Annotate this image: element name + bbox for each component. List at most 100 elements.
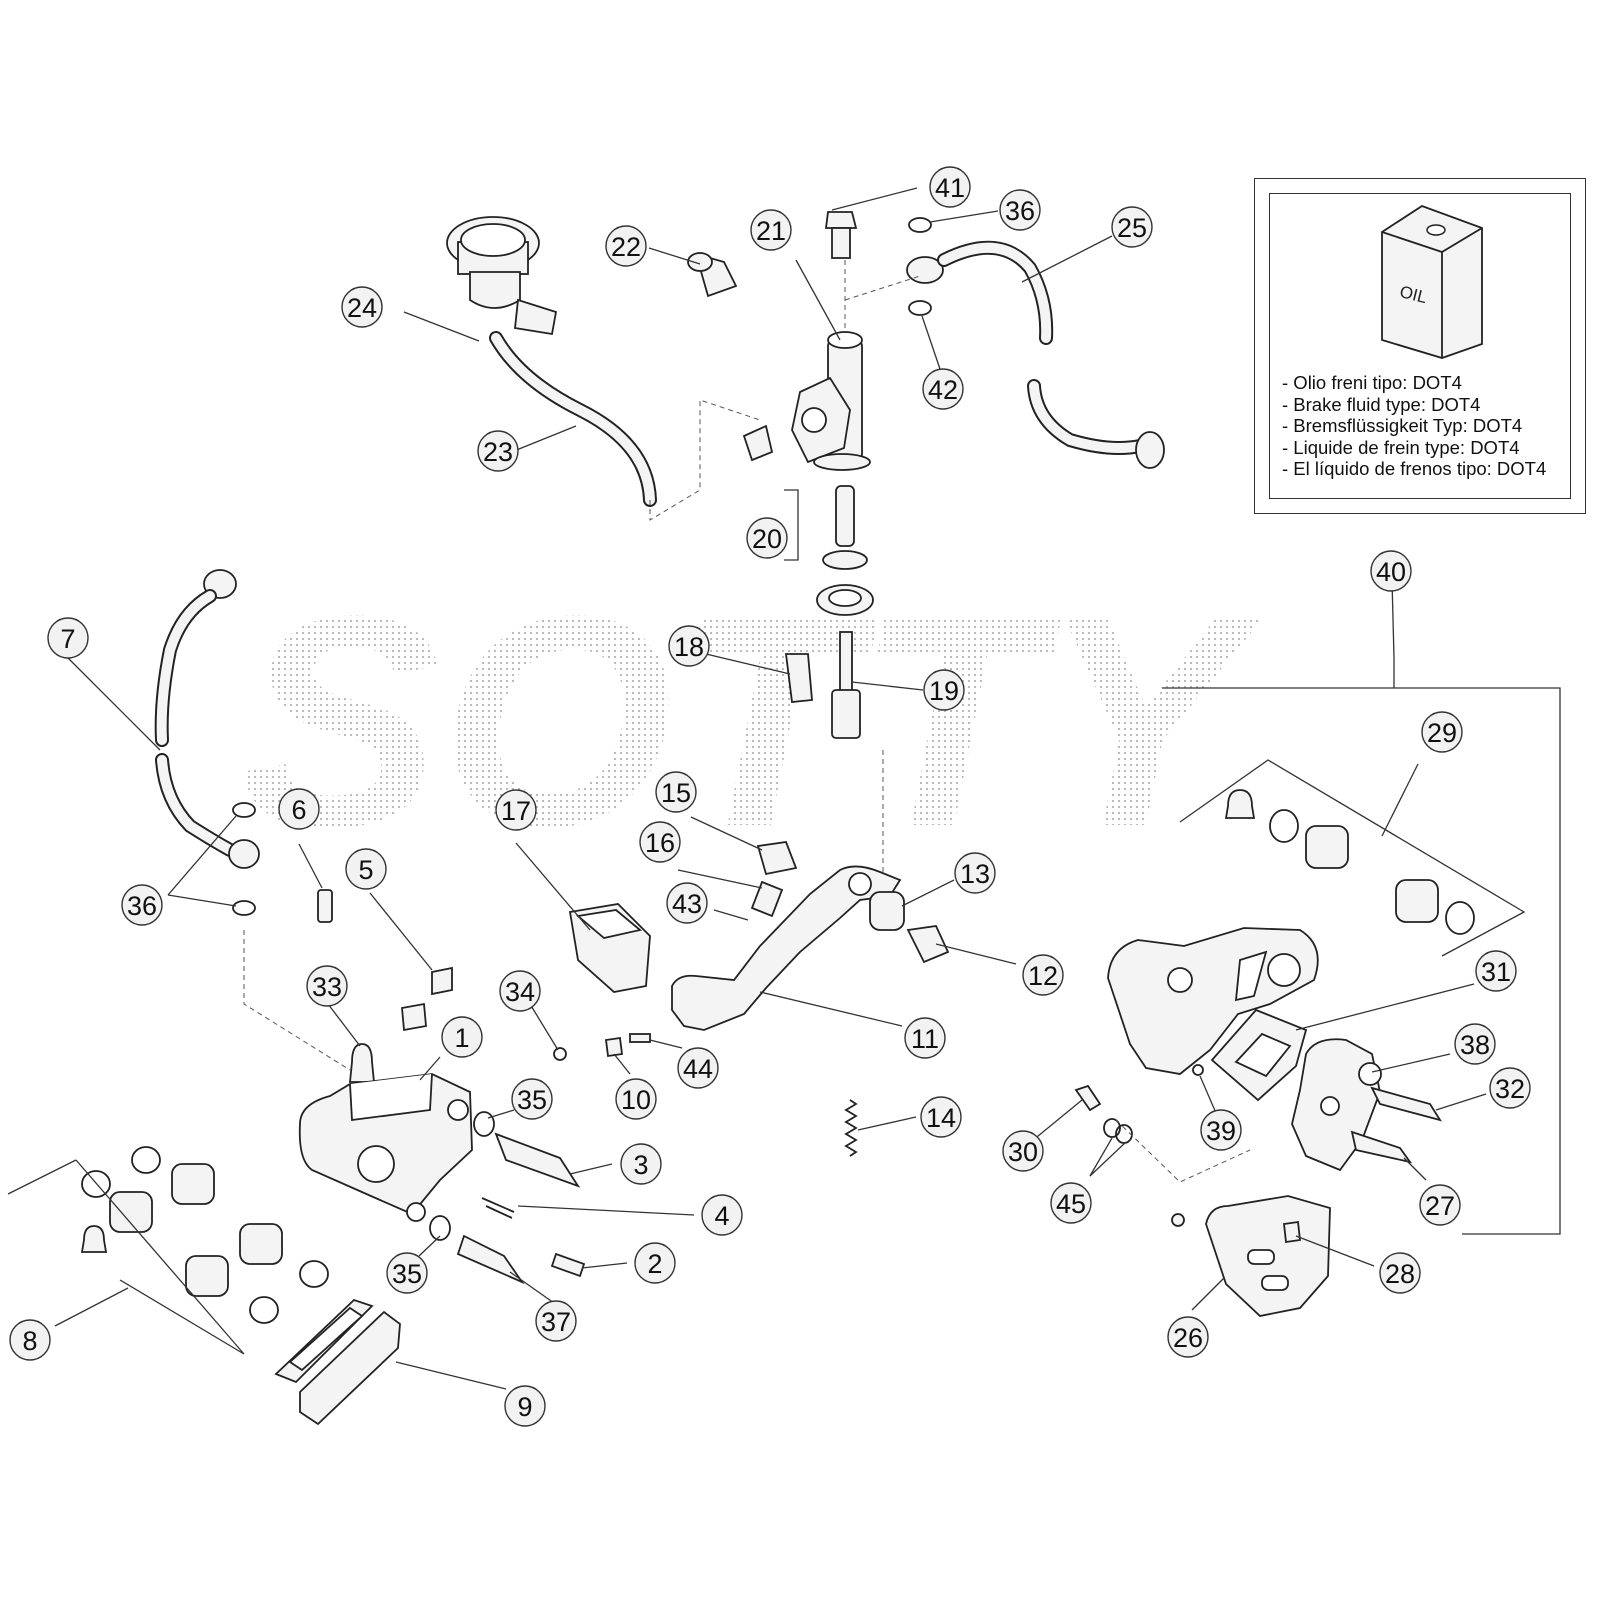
legend-line-fr: - Liquide de frein type: DOT4 [1282,436,1520,458]
callout-number: 26 [1173,1323,1203,1353]
callout-circle [1454,1023,1496,1065]
callout-number: 5 [358,855,373,885]
callout-c35b: 35 [386,1252,428,1294]
caliper-guard [1171,1195,1331,1317]
clip-18 [784,653,813,703]
callout-number: 38 [1460,1030,1490,1060]
callout-c22: 22 [605,225,647,267]
callout-c38: 38 [1454,1023,1496,1065]
rear-caliper-bracket [1107,927,1319,1075]
callout-circle [677,1047,719,1089]
callout-number: 11 [911,1024,939,1054]
callout-number: 35 [392,1259,422,1289]
callout-c16: 16 [639,821,681,863]
brake-pedal [671,865,902,1031]
brake-fluid-reservoir [446,216,558,336]
callout-circle [920,1096,962,1138]
callout-c44: 44 [677,1047,719,1089]
bleeder-6 [317,889,333,923]
rear-brake-hose [906,217,1165,469]
callout-circle [701,1194,743,1236]
callout-number: 20 [752,524,782,554]
callout-number: 13 [960,859,990,889]
callout-c7: 7 [47,617,89,659]
callout-c36a: 36 [999,189,1041,231]
oil-container-icon: OIL [1381,204,1483,359]
callout-circle [1379,1252,1421,1294]
legend-line-es: - El líquido de frenos tipo: DOT4 [1282,458,1547,479]
callout-number: 39 [1206,1116,1236,1146]
master-cylinder [742,331,871,471]
callout-c36b: 36 [121,884,163,926]
callout-number: 19 [929,676,959,706]
callout-circle [278,788,320,830]
callout-c2: 2 [634,1242,676,1284]
callout-circle [904,1017,946,1059]
callout-c5: 5 [345,848,387,890]
callout-layer: 1234567891011121314151617181920212223242… [9,166,1531,1427]
callout-c43: 43 [666,882,708,924]
callout-circle [1419,1184,1461,1226]
callout-number: 36 [1005,196,1035,226]
watermark: SOTTY [240,553,1265,889]
rear-small-parts [1074,1064,1204,1144]
callout-number: 43 [672,889,702,919]
callout-number: 14 [926,1103,956,1133]
callout-number: 31 [1481,957,1511,987]
callout-number: 24 [347,293,377,323]
callout-number: 23 [483,437,513,467]
callout-number: 18 [674,632,704,662]
legend-panel: OIL - Olio freni tipo: DOT4 - Brake flui… [1254,178,1586,514]
callout-number: 40 [1376,557,1406,587]
callout-circle [605,225,647,267]
legend-line-de: - Bremsflüssigkeit Typ: DOT4 [1282,415,1523,436]
callout-circle [750,209,792,251]
pedal-hardware [750,841,950,964]
footpeg-17 [568,903,651,993]
callout-circle [9,1319,51,1361]
callout-c20: 20 [746,517,788,559]
callout-number: 22 [611,232,641,262]
callout-circle [923,669,965,711]
callout-c34: 34 [499,970,541,1012]
front-caliper [298,1073,473,1222]
callout-circle [511,1078,553,1120]
legend-line-it: - Olio freni tipo: DOT4 [1282,372,1462,393]
callout-number: 34 [505,977,535,1007]
callout-circle [306,965,348,1007]
callout-number: 15 [661,778,691,808]
callout-circle [1370,550,1412,592]
callout-c45: 45 [1050,1182,1092,1224]
callout-circle [1111,206,1153,248]
caliper-pistons [80,1146,329,1324]
callout-number: 2 [647,1249,662,1279]
rear-brake-pads [1210,1008,1308,1102]
callout-c13: 13 [954,852,996,894]
callout-c30: 30 [1002,1130,1044,1172]
callout-number: 42 [928,375,958,405]
banjo-bolt-41 [824,211,858,259]
callout-circle [477,430,519,472]
callout-c23: 23 [477,430,519,472]
callout-number: 4 [714,1201,729,1231]
callout-circle [499,970,541,1012]
callout-number: 41 [935,173,965,203]
callout-c41: 41 [929,166,971,208]
callout-number: 28 [1385,1259,1415,1289]
callout-c12: 12 [1022,954,1064,996]
callout-number: 37 [541,1307,571,1337]
callout-c11: 11 [904,1017,946,1059]
callout-circle [666,882,708,924]
callout-c37: 37 [535,1300,577,1342]
callout-c33: 33 [306,965,348,1007]
callout-circle [929,166,971,208]
callout-circle [1022,954,1064,996]
callout-c6: 6 [278,788,320,830]
legend-line-en: - Brake fluid type: DOT4 [1282,393,1481,415]
front-brake-pads [274,1298,401,1426]
callout-number: 9 [517,1392,532,1422]
callout-circle [121,884,163,926]
callout-c1: 1 [441,1016,483,1058]
